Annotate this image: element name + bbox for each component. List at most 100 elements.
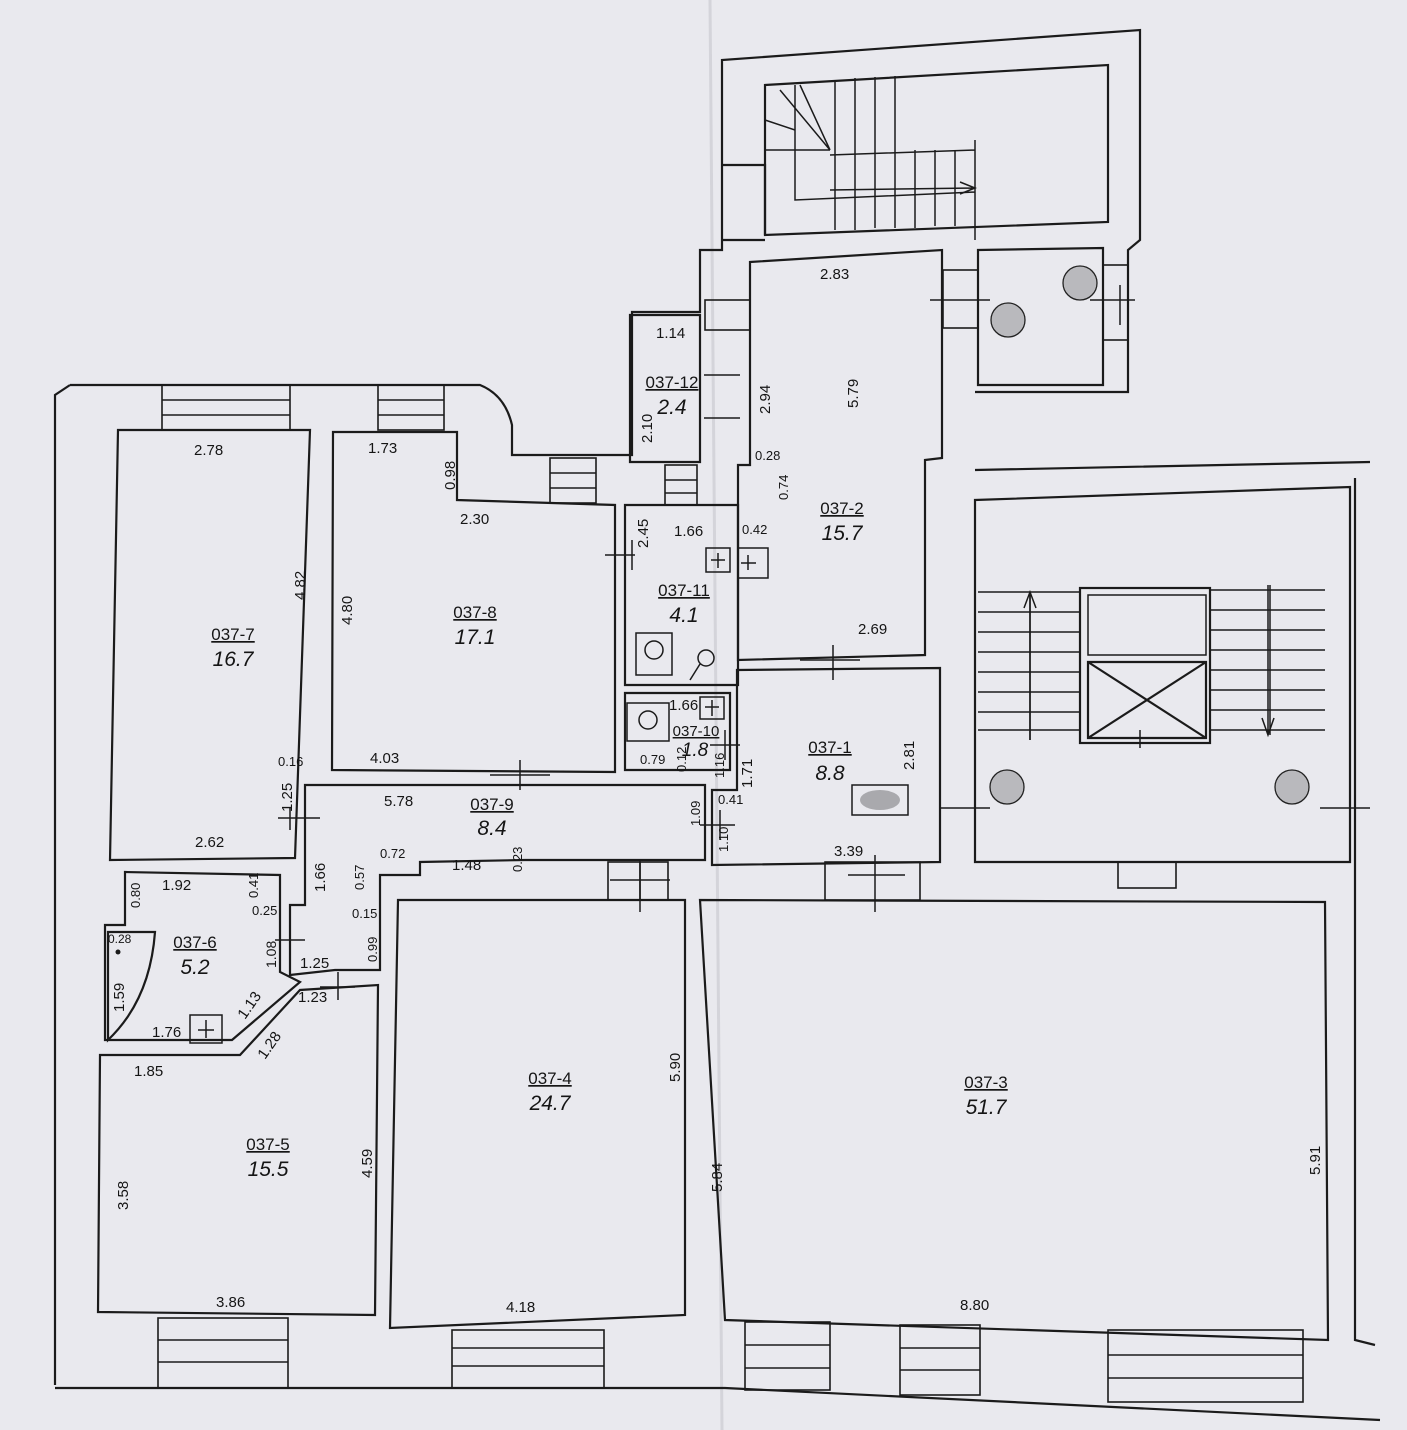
room-area: 51.7 bbox=[966, 1096, 1008, 1119]
dimension: 5.91 bbox=[1307, 1146, 1324, 1175]
dimension: 0.80 bbox=[128, 883, 143, 908]
room-id: 037-9 bbox=[470, 795, 513, 814]
basin-037-10 bbox=[699, 696, 725, 720]
stair-treads bbox=[764, 76, 956, 230]
dimension: 3.39 bbox=[834, 843, 863, 860]
dimension: 1.25 bbox=[279, 783, 296, 812]
exterior-wall-right bbox=[974, 460, 1376, 1347]
dimension: 2.81 bbox=[901, 741, 918, 770]
room-wall-037-2 bbox=[736, 248, 944, 662]
dimension: 0.41 bbox=[246, 873, 261, 898]
dimension: 2.62 bbox=[195, 834, 224, 851]
dimension: 5.84 bbox=[709, 1163, 726, 1192]
room-wall-037-4 bbox=[388, 898, 687, 1330]
room-id: 037-3 bbox=[964, 1073, 1007, 1092]
dimension: 2.78 bbox=[194, 442, 223, 459]
dimension: 1.76 bbox=[152, 1024, 181, 1041]
dimension: 2.45 bbox=[635, 519, 652, 548]
room-id: 037-1 bbox=[808, 738, 851, 757]
stair-core-inner bbox=[764, 85, 976, 240]
stair-up-arrow bbox=[1023, 589, 1037, 740]
stair-down-arrow bbox=[1261, 585, 1275, 738]
dimension: 1.48 bbox=[452, 857, 481, 874]
dimension: 4.82 bbox=[292, 571, 309, 600]
shaft-room bbox=[976, 246, 1105, 387]
vent-icon bbox=[990, 302, 1026, 338]
room-area: 5.2 bbox=[180, 956, 210, 979]
basin-037-10-mark bbox=[705, 700, 719, 716]
dimension: 4.18 bbox=[506, 1299, 535, 1316]
room-id: 037-2 bbox=[820, 499, 863, 518]
room-wall-037-1 bbox=[710, 666, 942, 867]
dimension: 4.80 bbox=[339, 596, 356, 625]
lift-cabin bbox=[1086, 660, 1208, 740]
room-wall-037-3 bbox=[698, 898, 1330, 1342]
door-marks bbox=[275, 285, 1370, 1000]
dimension: 0.16 bbox=[278, 754, 303, 769]
stair-flight-left bbox=[978, 591, 1080, 740]
dimension: 2.69 bbox=[858, 621, 887, 638]
toilet-bowl-037-10 bbox=[638, 710, 658, 730]
room-id: 037-4 bbox=[528, 1069, 571, 1088]
exterior-wall-bottom bbox=[55, 1386, 1381, 1422]
room-area: 8.4 bbox=[477, 817, 506, 840]
dimension: 1.66 bbox=[312, 863, 329, 892]
toilet-icon-037-10 bbox=[626, 702, 670, 742]
dimension: 0.12 bbox=[674, 747, 689, 772]
stove-icon bbox=[851, 784, 909, 816]
exterior-wall bbox=[70, 28, 1142, 457]
room-wall-037-9 bbox=[288, 783, 707, 977]
dimension: 0.25 bbox=[252, 903, 277, 918]
room-wall-037-6 bbox=[103, 870, 302, 1042]
vent-icon bbox=[989, 769, 1025, 805]
dimension: 0.57 bbox=[352, 865, 367, 890]
dimension: 1.59 bbox=[111, 983, 128, 1012]
room-id: 037-6 bbox=[173, 933, 216, 952]
dimension: 1.25 bbox=[300, 955, 329, 972]
dimension: 4.59 bbox=[359, 1149, 376, 1178]
toilet-icon bbox=[635, 632, 673, 676]
room-wall-037-8 bbox=[330, 430, 617, 774]
dimension: 0.41 bbox=[718, 792, 743, 807]
washbasin-037-6-mark bbox=[198, 1020, 214, 1038]
room-id: 037-8 bbox=[453, 603, 496, 622]
dimension: 1.09 bbox=[688, 801, 703, 826]
room-id: 037-12 bbox=[646, 373, 699, 392]
dimension: 2.30 bbox=[460, 511, 489, 528]
dimension: 3.86 bbox=[216, 1294, 245, 1311]
dimension: 5.90 bbox=[667, 1053, 684, 1082]
dimension: 1.66 bbox=[669, 697, 698, 714]
dimension: 5.78 bbox=[384, 793, 413, 810]
stove-burners bbox=[860, 790, 900, 810]
dimension: 0.28 bbox=[755, 448, 780, 463]
dimension: 1.10 bbox=[716, 827, 731, 852]
dimension: 2.83 bbox=[820, 266, 849, 283]
dimension: 1.73 bbox=[368, 440, 397, 457]
room-id: 037-10 bbox=[673, 723, 720, 740]
dimension: 3.58 bbox=[115, 1181, 132, 1210]
room-area: 2.4 bbox=[656, 396, 686, 419]
bathtub-drain bbox=[115, 949, 121, 955]
stair-hall bbox=[973, 485, 1352, 864]
page-fold bbox=[708, 0, 724, 1430]
room-wall-037-5 bbox=[96, 983, 380, 1317]
dimension: 2.10 bbox=[639, 414, 656, 443]
sink-fixture bbox=[737, 547, 769, 579]
dimension: 2.94 bbox=[757, 385, 774, 414]
dimension: 8.80 bbox=[960, 1297, 989, 1314]
room-area: 24.7 bbox=[529, 1092, 572, 1115]
dimension: 0.74 bbox=[776, 475, 791, 500]
dimension: 5.79 bbox=[845, 379, 862, 408]
dimension: 1.85 bbox=[134, 1063, 163, 1080]
vent-icon bbox=[1274, 769, 1310, 805]
shower-icon-stem bbox=[689, 663, 701, 681]
dimension: 0.42 bbox=[742, 522, 767, 537]
dimension: 1.71 bbox=[739, 759, 756, 788]
dimension: 1.66 bbox=[674, 523, 703, 540]
balcony-walls bbox=[722, 163, 767, 242]
dimension: 1.08 bbox=[263, 941, 279, 968]
dimension: 4.03 bbox=[370, 750, 399, 767]
dimension: 0.98 bbox=[442, 461, 459, 490]
room-id: 037-11 bbox=[658, 581, 710, 600]
